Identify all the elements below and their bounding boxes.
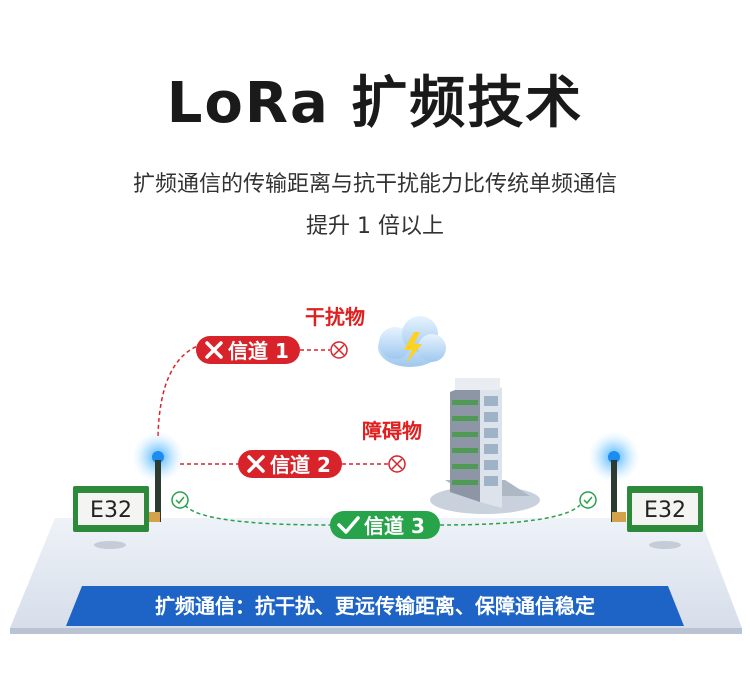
check-icon <box>337 516 360 534</box>
page-title: LoRa 扩频技术 <box>166 71 584 136</box>
floor-edge <box>10 628 742 634</box>
channel-3-label: 信道 3 <box>364 514 425 538</box>
interference-label: 干扰物 <box>305 305 365 329</box>
channel-1-path <box>157 344 201 437</box>
module-left: E32 <box>73 486 149 549</box>
channel-3-pill: 信道 3 <box>330 511 440 539</box>
subtitle-line-1: 扩频通信的传输距离与抗干扰能力比传统单频通信 <box>132 172 617 197</box>
ok-marker-right <box>579 491 597 509</box>
cloud-lightning-icon <box>378 316 446 367</box>
building-icon <box>430 378 540 514</box>
channel-1-pill: 信道 1 <box>196 336 300 364</box>
module-right-label: E32 <box>644 498 686 523</box>
blocked-marker-1 <box>330 341 348 359</box>
channel-3-path-right <box>439 504 581 526</box>
module-right: E32 <box>627 486 703 549</box>
feature-banner <box>66 586 684 626</box>
channel-3-path-left <box>184 504 331 526</box>
antenna-icon <box>611 460 617 522</box>
ok-marker-left <box>171 491 189 509</box>
channel-2-label: 信道 2 <box>270 453 331 477</box>
cross-icon <box>247 455 265 473</box>
channel-2-pill: 信道 2 <box>238 450 342 478</box>
blocked-marker-2 <box>388 455 406 473</box>
channel-1-label: 信道 1 <box>228 339 289 363</box>
cross-icon <box>205 341 223 359</box>
banner-text: 扩频通信：抗干扰、更远传输距离、保障通信稳定 <box>155 594 595 618</box>
obstacle-label: 障碍物 <box>362 419 422 443</box>
antenna-icon <box>155 460 161 522</box>
module-left-label: E32 <box>90 498 132 523</box>
subtitle-line-2: 提升 1 倍以上 <box>306 214 444 239</box>
